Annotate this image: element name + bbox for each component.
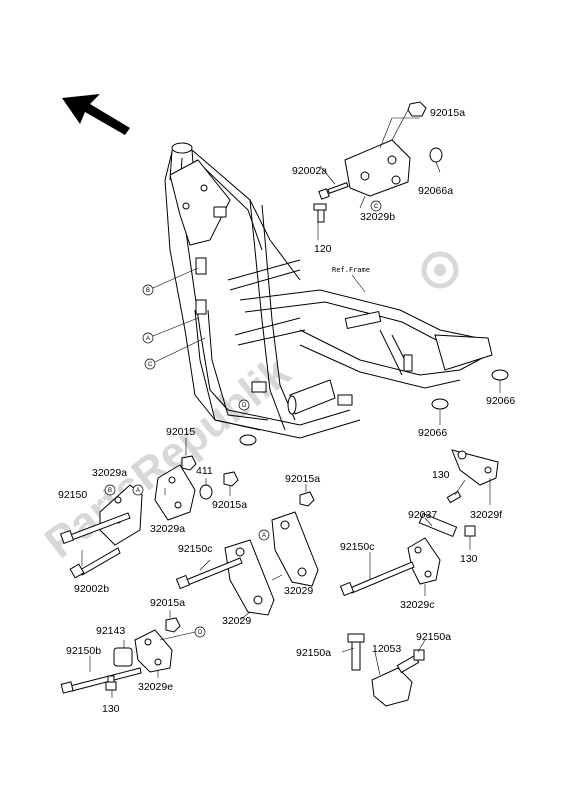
- label-92037: 92037: [408, 509, 437, 521]
- svg-text:A: A: [146, 336, 150, 342]
- svg-text:C: C: [374, 204, 379, 210]
- label-92150b: 92150b: [66, 645, 101, 657]
- label-32029e: 32029e: [138, 681, 173, 693]
- bolt-92150c-left: [175, 557, 243, 590]
- bolt-130-lower-left: [105, 675, 117, 691]
- engine-plate-32029-front: [224, 539, 275, 616]
- label-32029a-right: 32029a: [150, 523, 185, 535]
- engine-plate-32029e: D: [134, 626, 206, 673]
- engine-plate-32029-rear: A: [258, 511, 319, 587]
- bolt-120: [313, 203, 327, 223]
- label-130-lower-left: 130: [102, 703, 120, 715]
- bolt-92150c-right: [339, 561, 415, 597]
- svg-text:C: C: [148, 362, 153, 368]
- nut-92015a-mid: [223, 471, 239, 487]
- pin-92037: [418, 512, 458, 538]
- label-32029-right: 32029: [284, 585, 313, 597]
- label-32029-center: 32029: [222, 615, 251, 627]
- svg-text:A: A: [136, 488, 140, 494]
- nut-92015: [181, 455, 197, 471]
- label-32029a-left: 32029a: [92, 467, 127, 479]
- watermark-gear-icon: [421, 251, 459, 289]
- grommet-92066-lower: [431, 398, 449, 410]
- label-92150c-left: 92150c: [178, 543, 212, 555]
- frame-label: Ref.Frame: [332, 266, 370, 274]
- cover-12053: [371, 667, 413, 707]
- spacer-411: [199, 484, 213, 500]
- label-92066-right: 92066: [486, 395, 515, 407]
- collar-92143: [113, 647, 133, 667]
- part-labels: 92015a 92002a 92066a 32029b 120 92066 92…: [58, 107, 515, 715]
- bolt-92002b: [69, 547, 121, 579]
- grommet-92066-upper: [491, 369, 509, 381]
- label-32029c: 32029c: [400, 599, 434, 611]
- leader-lines: [81, 117, 501, 698]
- svg-text:D: D: [242, 403, 247, 409]
- label-120: 120: [314, 243, 332, 255]
- label-92002b: 92002b: [74, 583, 109, 595]
- direction-arrow-icon: [62, 94, 130, 135]
- label-92015a-top: 92015a: [430, 107, 465, 119]
- nut-92015a-top: [391, 101, 427, 141]
- label-92066a: 92066a: [418, 185, 453, 197]
- label-92150a-left: 92150a: [296, 647, 331, 659]
- label-92015a-mid2: 92015a: [285, 473, 320, 485]
- label-92015a-mid: 92015a: [212, 499, 247, 511]
- bolt-92150a-right: [396, 649, 425, 674]
- marker-b-frame: B: [142, 267, 199, 296]
- nut-92015a-mid2: [299, 491, 315, 507]
- engine-bracket-32029b: C: [344, 139, 411, 212]
- label-92002a: 92002a: [292, 165, 327, 177]
- label-130-right-lower: 130: [460, 553, 478, 565]
- nut-92015a-low: [165, 617, 181, 633]
- label-92015: 92015: [166, 426, 195, 438]
- marker-c-frame: C: [144, 337, 206, 370]
- bolt-130-right-upper: [446, 490, 462, 504]
- bolt-92150: [59, 512, 131, 545]
- engine-bracket-32029f: [451, 449, 499, 486]
- svg-text:B: B: [108, 488, 112, 494]
- label-92150c-right: 92150c: [340, 541, 374, 553]
- svg-text:B: B: [146, 288, 150, 294]
- engine-plate-32029a-right: A: [132, 464, 196, 521]
- main-frame: [164, 142, 493, 446]
- bolt-130-right-lower: [464, 525, 476, 537]
- label-92150a-right: 92150a: [416, 631, 451, 643]
- label-32029b: 32029b: [360, 211, 395, 223]
- label-92015a-low: 92015a: [150, 597, 185, 609]
- svg-text:D: D: [198, 630, 203, 636]
- bolt-92150b: [60, 667, 142, 694]
- label-92143: 92143: [96, 625, 125, 637]
- bolt-92150a-left: [347, 633, 365, 671]
- label-130-right-upper: 130: [432, 469, 450, 481]
- engine-bracket-32029c: [407, 537, 441, 585]
- label-92150: 92150: [58, 489, 87, 501]
- label-32029f: 32029f: [470, 509, 502, 521]
- marker-d-frame: D: [238, 399, 250, 411]
- marker-a-frame: A: [142, 317, 199, 344]
- svg-text:A: A: [262, 533, 266, 539]
- label-92066-center: 92066: [418, 427, 447, 439]
- cap-92066a: [429, 147, 443, 163]
- label-411: 411: [196, 465, 213, 477]
- label-12053: 12053: [372, 643, 401, 655]
- bolt-92002a: [318, 182, 349, 200]
